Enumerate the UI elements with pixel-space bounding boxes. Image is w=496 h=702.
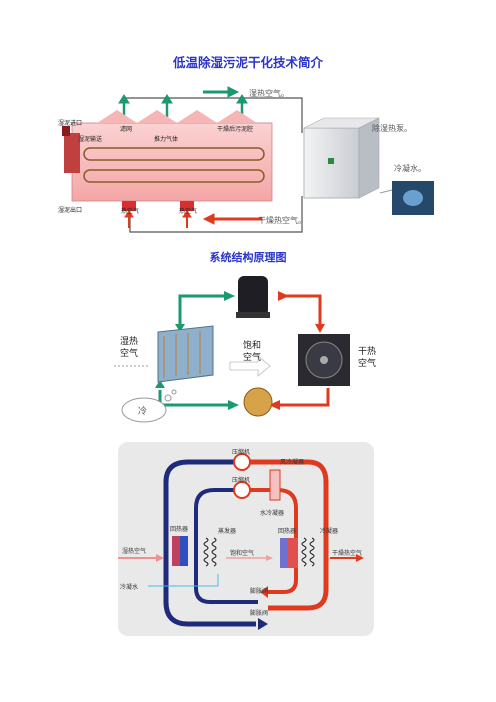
label-cond-water: 冷凝水: [120, 584, 139, 591]
label-exp-valve-1: 膨胀阀: [250, 588, 269, 595]
label-regenerator-left: 回热器: [170, 526, 189, 533]
label-distributor: 湿泥输送: [78, 136, 103, 143]
figure-dryer-system: 湿热空气。 除湿热泵。 冷凝水。 干燥热空气。 湿泥进口 湿泥出口 湿泥输送 滤…: [58, 78, 442, 238]
label-saturated-air-3: 饱和空气: [230, 550, 255, 557]
label-condenser: 冷凝器: [320, 528, 339, 535]
label-water-condenser: 水冷凝器: [260, 510, 285, 517]
label-regenerator-right: 回热器: [278, 528, 297, 535]
label-sludge-inlet: 湿泥进口: [58, 120, 83, 127]
label-dry-hot-air-2: 干热 空气: [358, 347, 377, 369]
figure-refrigerant-circuit: 压缩机 风冷凝器 压缩机 水冷凝器 回热器 蒸发器 回热器 冷凝器 湿热空气 饱…: [118, 442, 374, 636]
label-humid-air-in: 湿热空气: [122, 548, 147, 555]
label-compressor-2: 压缩机: [232, 477, 251, 484]
label-hot-air-2: 热空气: [179, 208, 198, 215]
label-sludge-outlet: 湿泥出口: [58, 207, 83, 214]
label-hot-air-1: 热空气: [121, 208, 140, 215]
label-humid-air: 湿热空气。: [249, 89, 289, 98]
label-dehumidifier: 除湿热泵。: [372, 124, 412, 133]
label-humid-hot-air: 湿热 空气: [120, 337, 139, 359]
label-fan: 推力气体: [154, 136, 179, 143]
figure-principle: 湿热 空气 饱和 空气 干热 空气 冷: [108, 270, 378, 430]
label-compressor-1: 压缩机: [232, 449, 251, 456]
label-dry-hot-air: 干燥热空气。: [258, 216, 306, 225]
label-exp-valve-2: 膨胀阀: [250, 610, 269, 617]
label-evaporator: 蒸发器: [218, 528, 237, 535]
label-filter: 滤网: [120, 126, 133, 133]
label-dry-air-out: 干燥热空气: [332, 550, 363, 557]
page-title: 低温除湿污泥干化技术简介: [172, 55, 323, 70]
section-subtitle: 系统结构原理图: [209, 251, 287, 264]
label-cooling-water: 冷凝水。: [394, 164, 426, 173]
label-cold: 冷: [138, 407, 148, 417]
label-saturated-air: 饱和 空气: [243, 341, 262, 363]
label-air-condenser: 风冷凝器: [280, 459, 305, 466]
label-dry-filter: 干燥后污泥腔: [217, 126, 254, 133]
